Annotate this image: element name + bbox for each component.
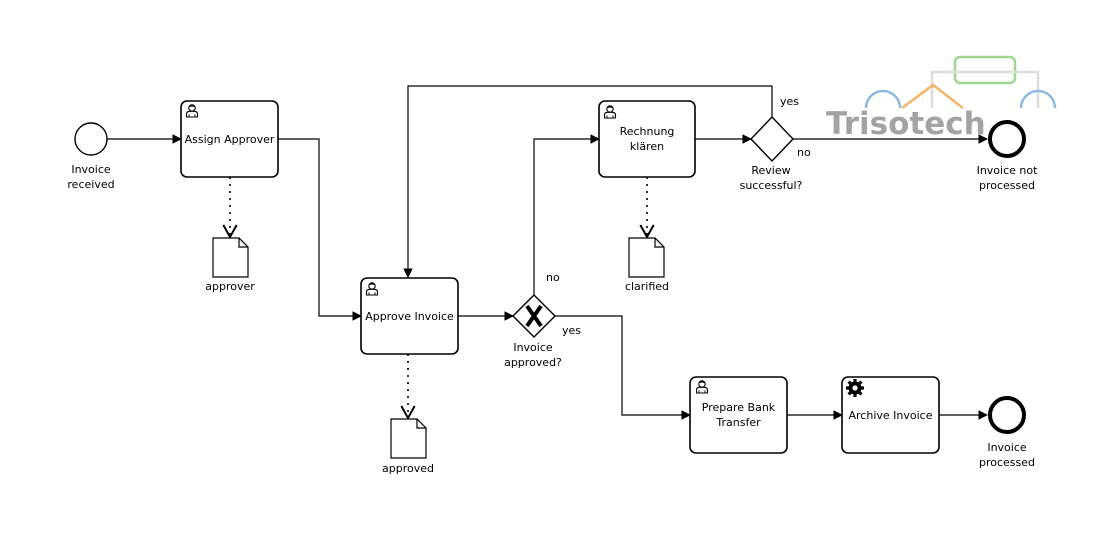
- task-assign-approver-label: Assign Approver: [185, 133, 275, 146]
- task-archive-invoice-label: Archive Invoice: [849, 409, 933, 422]
- trisotech-watermark-logo: Trisotech: [826, 55, 1057, 142]
- exclusive-x-icon: [525, 304, 543, 328]
- task-approve-invoice[interactable]: Approve Invoice: [360, 277, 459, 355]
- watermark-text: Trisotech: [826, 106, 986, 142]
- data-object-clarified[interactable]: clarified: [625, 237, 669, 293]
- sequence-flows: [107, 85, 988, 420]
- service-task-gear-icon: [846, 379, 864, 397]
- flow-gateway-no-to-rechnung: [533, 134, 600, 295]
- flow-label-review-yes: yes: [780, 95, 799, 108]
- task-archive-invoice[interactable]: Archive Invoice: [841, 376, 940, 454]
- flow-label-approved-yes: yes: [562, 324, 581, 337]
- flow-label-review-no: no: [797, 146, 811, 159]
- flow-label-approved-no: no: [546, 271, 560, 284]
- flow-assign-to-approve: [278, 138, 362, 321]
- task-assign-approver[interactable]: Assign Approver: [180, 100, 279, 178]
- data-object-clarified-label: clarified: [625, 280, 669, 293]
- task-approve-invoice-label: Approve Invoice: [365, 310, 454, 323]
- data-object-approved[interactable]: approved: [382, 418, 434, 475]
- data-object-approver-label: approver: [205, 280, 255, 293]
- data-associations: [222, 177, 655, 421]
- data-object-approved-label: approved: [382, 462, 434, 475]
- flow-gateway-yes-to-prepare: [555, 315, 691, 420]
- flow-review-yes-to-approve: [403, 85, 773, 278]
- data-object-approver[interactable]: approver: [205, 237, 255, 293]
